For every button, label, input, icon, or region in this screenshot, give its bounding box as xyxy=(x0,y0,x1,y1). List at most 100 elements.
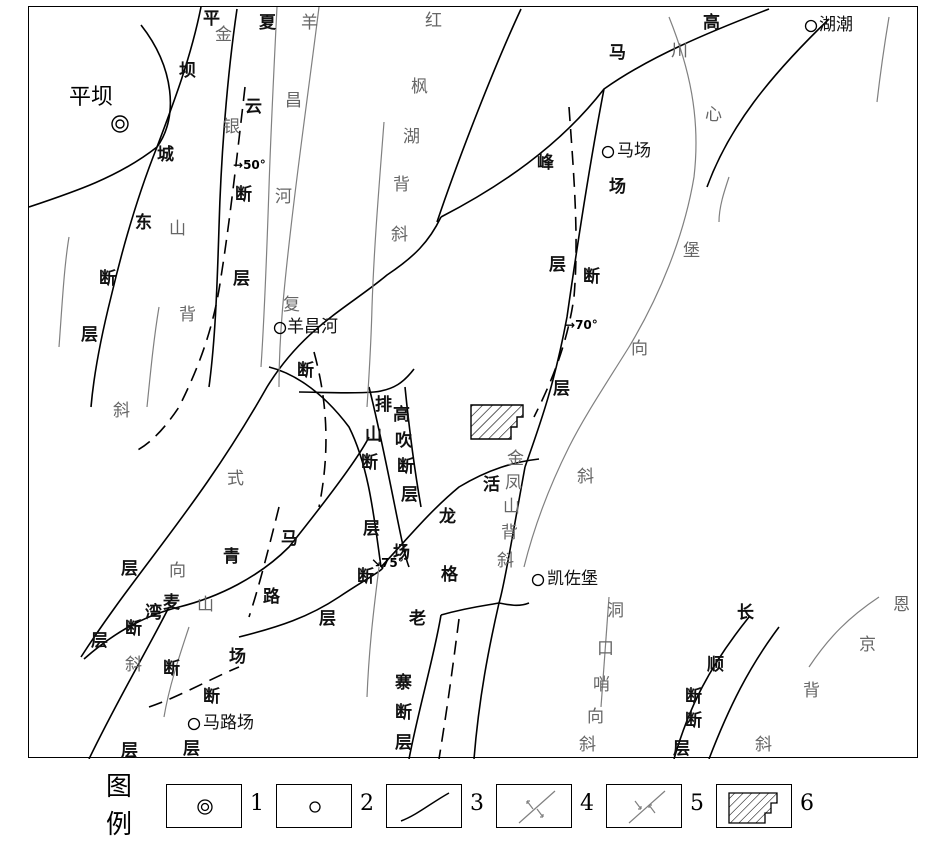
fault-label: 断 xyxy=(685,687,702,707)
county-seat-icon xyxy=(197,799,213,815)
fold-label: 金 xyxy=(215,25,232,45)
township-icon xyxy=(531,573,545,590)
fold-label: 凤 xyxy=(505,473,522,493)
fault-label: 断 xyxy=(203,687,220,707)
fold-label: 堡 xyxy=(683,241,700,261)
fault-line xyxy=(706,18,830,188)
fold-label: 式 xyxy=(227,469,244,489)
fault-label: 活 xyxy=(483,475,500,495)
dip-label: ↘75° xyxy=(371,556,404,570)
fault-label: 老 xyxy=(409,609,426,629)
fold-label: 山 xyxy=(503,497,520,517)
fold-label: 背 xyxy=(501,523,518,543)
fold-axis xyxy=(366,566,380,698)
fold-label: 背 xyxy=(803,681,820,701)
fold-label: 向 xyxy=(169,561,186,581)
fold-label: 山 xyxy=(197,595,214,615)
legend-symbol-box xyxy=(716,784,792,828)
dip-label: →70° xyxy=(565,318,598,332)
fold-label: 湖 xyxy=(403,127,420,147)
fold-axis xyxy=(163,626,190,718)
fault-label: 层 xyxy=(233,269,250,289)
legend-number: 6 xyxy=(800,791,814,816)
syncline-axis-icon xyxy=(518,790,556,824)
fault-line xyxy=(90,7,202,408)
fault-label: 顺 xyxy=(707,655,724,675)
inferred-fault-line xyxy=(438,618,460,759)
fault-label: 城 xyxy=(157,145,174,165)
legend-symbol-box xyxy=(276,784,352,828)
fault-label: 马 xyxy=(609,43,626,63)
fault-label: 山 xyxy=(365,425,382,445)
county-seat-icon xyxy=(109,113,131,138)
fault-label: 层 xyxy=(395,733,412,753)
town-label: 羊昌河 xyxy=(287,317,338,337)
fault-label: 平 xyxy=(203,9,220,29)
fold-axis xyxy=(58,236,70,348)
legend-title: 图例 xyxy=(105,772,132,840)
fault-line xyxy=(380,458,540,568)
inferred-fault-line xyxy=(148,666,240,708)
fold-label: 红 xyxy=(425,11,442,31)
fault-label: 层 xyxy=(121,741,138,761)
fold-label: 京 xyxy=(859,635,876,655)
fault-label: 高 xyxy=(393,405,410,425)
fold-label: 斜 xyxy=(125,655,142,675)
fault-line xyxy=(673,616,750,759)
fault-label: 湾 xyxy=(145,603,162,623)
fold-label: 羊 xyxy=(301,13,318,33)
township-icon xyxy=(187,717,201,734)
fault-label: 东 xyxy=(135,213,152,233)
legend-symbol-box xyxy=(166,784,242,828)
fault-label: 层 xyxy=(319,609,336,629)
fold-axis xyxy=(260,7,278,368)
fault-label: 断 xyxy=(235,185,252,205)
fault-label: 场 xyxy=(229,647,246,667)
town-label: 马场 xyxy=(617,141,651,161)
inferred-fault-line xyxy=(313,351,327,508)
fault-line xyxy=(368,386,410,568)
inferred-fault-line xyxy=(248,506,280,618)
fold-axis xyxy=(366,121,385,408)
fault-label: 断 xyxy=(357,567,374,587)
fault-label: 坝 xyxy=(179,61,196,81)
town-label: 马路场 xyxy=(203,713,254,733)
fold-label: 斜 xyxy=(497,551,514,571)
fold-label: 川 xyxy=(671,41,688,61)
fault-label: 马 xyxy=(281,529,298,549)
township-icon xyxy=(601,145,615,162)
fault-line xyxy=(298,368,415,394)
fault-line xyxy=(238,566,384,638)
fold-axis xyxy=(523,16,697,568)
fold-label: 金 xyxy=(507,449,524,469)
fault-label: 断 xyxy=(583,267,600,287)
fold-label: 山 xyxy=(169,219,186,239)
fault-line xyxy=(268,366,382,568)
fault-line xyxy=(436,8,522,223)
legend-number: 1 xyxy=(250,791,264,816)
dashed-fault-lines xyxy=(133,86,577,759)
fault-label: 层 xyxy=(91,631,108,651)
fold-label: 哨 xyxy=(593,675,610,695)
inferred-fault-line xyxy=(133,86,246,453)
fault-label: 峰 xyxy=(537,153,554,173)
legend-symbol-box xyxy=(606,784,682,828)
fold-label: 心 xyxy=(705,105,722,125)
fault-lines xyxy=(29,7,830,759)
fold-label: 斜 xyxy=(755,735,772,755)
fault-label: 吹 xyxy=(395,431,412,451)
fold-axis xyxy=(600,596,610,708)
fault-label: 云 xyxy=(245,97,262,117)
fold-axis xyxy=(146,306,160,408)
fault-label: 断 xyxy=(685,711,702,731)
fold-label: 斜 xyxy=(577,467,594,487)
fault-label: 排 xyxy=(375,395,392,415)
fault-label: 层 xyxy=(183,739,200,759)
fault-label: 层 xyxy=(81,325,98,345)
fault-label: 格 xyxy=(441,565,458,585)
fault-line xyxy=(404,386,422,508)
study-area-icon xyxy=(728,792,778,824)
fault-label: 场 xyxy=(609,177,626,197)
fault-line xyxy=(88,606,170,759)
fold-label: 斜 xyxy=(113,401,130,421)
